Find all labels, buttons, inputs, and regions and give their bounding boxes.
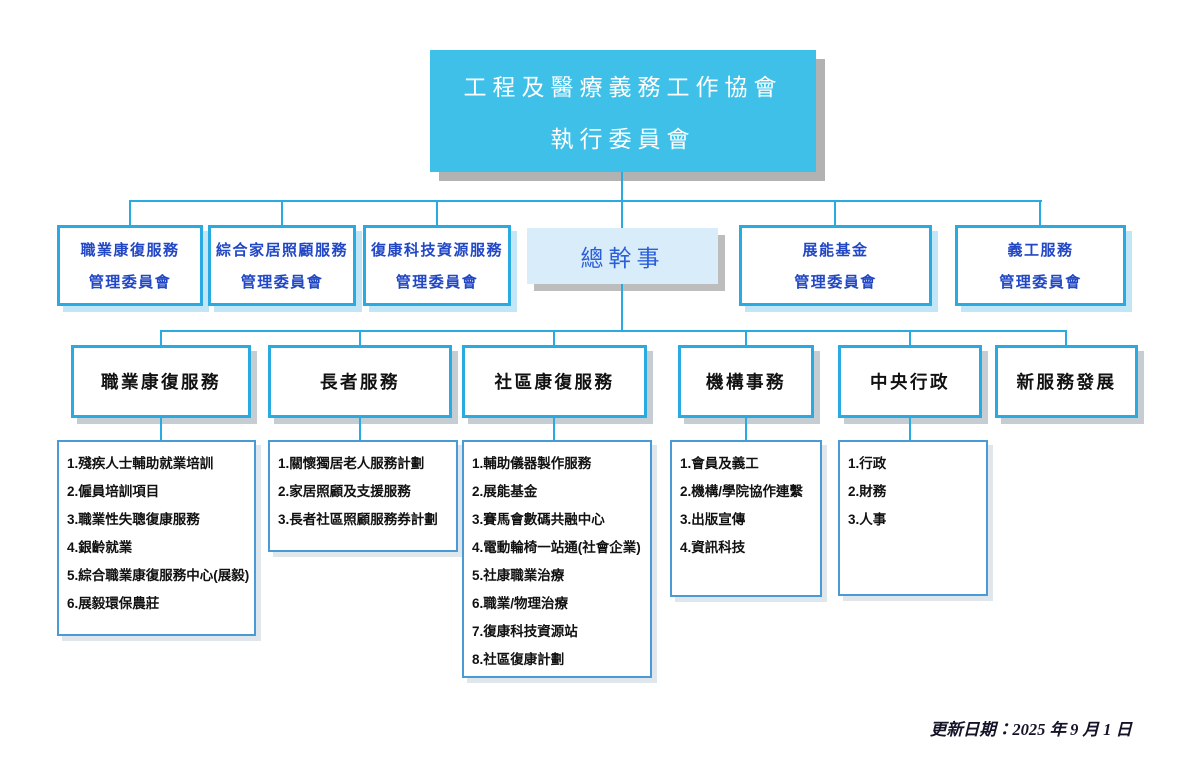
connector-line [359,330,361,346]
service-list-central-admin: 1.行政 2.財務 3.人事 [838,440,988,596]
committee-label: 管理委員會 [88,274,172,291]
root-title-line2: 執行委員會 [550,126,696,152]
list-item: 1.會員及義工 [680,456,759,471]
list-item: 1.殘疾人士輔助就業培訓 [67,456,214,471]
connector-line [621,284,623,332]
division-label: 中央行政 [870,372,950,392]
list-item: 3.賽馬會數碼共融中心 [472,512,605,527]
connector-line [160,330,162,346]
committee-label: 職業康復服務 [80,242,180,259]
list-item: 1.輔助儀器製作服務 [472,456,592,471]
list-item: 3.人事 [848,512,887,527]
committee-label: 管理委員會 [999,274,1082,291]
division-box-new-service-dev: 新服務發展 [995,345,1138,418]
service-list-vocational-rehab: 1.殘疾人士輔助就業培訓 2.僱員培訓項目 3.職業性失聰復康服務 4.銀齡就業 5.綜… [57,440,256,636]
list-item: 3.長者社區照顧服務券計劃 [278,512,438,527]
division-label: 新服務發展 [1016,372,1117,392]
committee-box-integrated-home-care: 綜合家居照顧服務 管理委員會 [208,225,356,306]
list-item: 7.復康科技資源站 [472,624,578,639]
connector-line [745,330,747,346]
list-item: 4.銀齡就業 [67,540,133,555]
list-item: 6.職業/物理治療 [472,596,569,611]
connector-line [745,418,747,442]
list-item: 1.關懷獨居老人服務計劃 [278,456,425,471]
division-label: 長者服務 [320,372,400,392]
list-item: 5.綜合職業康復服務中心(展毅) [67,568,250,583]
division-box-vocational-rehab: 職業康復服務 [71,345,251,418]
division-label: 職業康復服務 [101,372,221,392]
division-box-agency-affairs: 機構事務 [678,345,814,418]
connector-line [129,200,131,227]
connector-line [553,330,555,346]
list-item: 3.出版宣傳 [680,512,746,527]
connector-line [553,418,555,442]
division-box-elderly-services: 長者服務 [268,345,452,418]
committee-label: 管理委員會 [240,274,324,291]
connector-line [359,418,361,442]
division-box-central-admin: 中央行政 [838,345,982,418]
connector-line [621,172,623,202]
committee-box-endeavour-fund: 展能基金 管理委員會 [739,225,932,306]
list-item: 2.展能基金 [472,484,538,499]
connector-line [160,418,162,442]
connector-line [909,418,911,442]
list-item: 8.社區復康計劃 [472,652,565,667]
committee-box-rehab-tech-resource: 復康科技資源服務 管理委員會 [363,225,511,306]
committee-box-volunteer-service: 義工服務 管理委員會 [955,225,1126,306]
list-item: 1.行政 [848,456,887,471]
last-updated-date: 更新日期：2025 年 9 月 1 日 [929,720,1132,739]
committee-label: 展能基金 [802,242,869,259]
division-box-community-rehab: 社區康復服務 [462,345,647,418]
committee-box-vocational-rehab: 職業康復服務 管理委員會 [57,225,203,306]
list-item: 4.資訊科技 [680,540,746,555]
service-list-community-rehab: 1.輔助儀器製作服務 2.展能基金 3.賽馬會數碼共融中心 4.電動輪椅一站通(社會企… [462,440,652,678]
committee-label: 管理委員會 [395,274,479,291]
division-label: 社區康復服務 [494,372,615,392]
division-label: 機構事務 [706,372,786,392]
connector-line [160,330,1067,332]
connector-line [909,330,911,346]
service-list-agency-affairs: 1.會員及義工 2.機構/學院協作連繫 3.出版宣傳 4.資訊科技 [670,440,822,597]
root-box-executive-committee: 工程及醫療義務工作協會 執行委員會 [430,50,816,172]
list-item: 4.電動輪椅一站通(社會企業) [472,540,641,555]
chief-executive-box: 總幹事 [527,228,718,284]
committee-label: 綜合家居照顧服務 [215,242,348,259]
committee-label: 義工服務 [1007,242,1074,259]
connector-line [281,200,283,227]
list-item: 5.社康職業治療 [472,568,565,583]
list-item: 2.財務 [848,484,887,499]
root-title-line1: 工程及醫療義務工作協會 [463,74,783,100]
connector-line [834,200,836,227]
connector-line [1065,330,1067,346]
list-item: 2.僱員培訓項目 [67,484,160,499]
list-item: 6.展毅環保農莊 [67,596,160,611]
service-list-elderly-services: 1.關懷獨居老人服務計劃 2.家居照顧及支援服務 3.長者社區照顧服務券計劃 [268,440,458,552]
connector-line [436,200,438,227]
connector-line [621,200,623,229]
committee-label: 管理委員會 [794,274,877,291]
list-item: 3.職業性失聰復康服務 [67,512,200,527]
connector-line [1039,200,1041,227]
list-item: 2.機構/學院協作連繫 [680,484,804,499]
connector-line [129,200,1042,202]
committee-label: 復康科技資源服務 [370,242,503,259]
chief-executive-label: 總幹事 [580,245,665,271]
list-item: 2.家居照顧及支援服務 [278,484,411,499]
